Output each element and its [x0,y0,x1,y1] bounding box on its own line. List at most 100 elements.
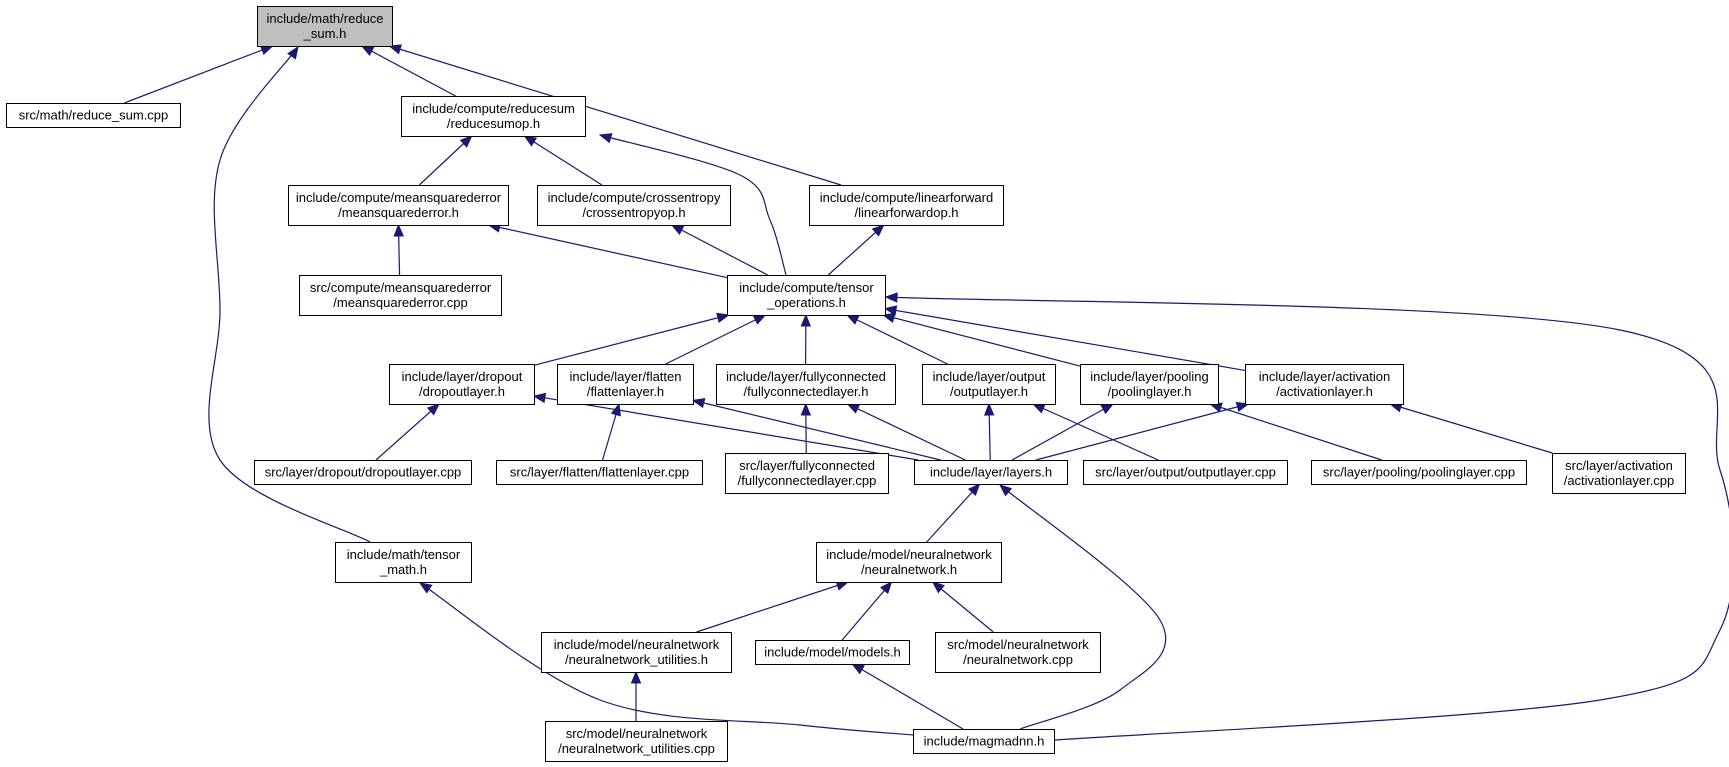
arrow-head-icon [931,581,945,594]
arrow-head-icon [846,403,861,414]
node-neuralnetwork_cpp[interactable]: src/model/neuralnetwork/neuralnetwork.cp… [935,632,1101,673]
node-reducesumop_h[interactable]: include/compute/reducesum/reducesumop.h [401,96,586,137]
node-label-line: include/layer/pooling [1090,369,1209,384]
edge-layers_h-to-dropoutlayer_h [532,392,919,461]
arrow-head-icon [287,45,299,60]
node-label-line: src/math/reduce_sum.cpp [19,108,169,123]
edge-line [208,46,371,543]
node-flattenlayer_cpp[interactable]: src/layer/flatten/flattenlayer.cpp [496,460,703,485]
edge-line [846,314,948,365]
edge-line [882,314,1081,367]
node-label-line: include/model/neuralnetwork [826,547,992,562]
node-tensor_math_h[interactable]: include/math/tensor_math.h [335,542,472,583]
edge-line [533,314,729,366]
node-label-line: include/compute/reducesum [412,101,575,116]
edge-magmadnn_h-to-layers_h [998,484,1167,730]
node-box [537,185,731,226]
node-dropoutlayer_h[interactable]: include/layer/dropout/dropoutlayer.h [389,364,535,405]
node-fullyconnectedlayer_cpp[interactable]: src/layer/fullyconnected/fullyconnectedl… [725,453,889,494]
node-label-line: _operations.h [766,295,846,310]
node-neuralnetwork_h[interactable]: include/model/neuralnetwork/neuralnetwor… [816,542,1002,583]
edge-layers_h-to-outputlayer_h [983,402,995,461]
edge-line [852,663,964,730]
node-poolinglayer_cpp[interactable]: src/layer/pooling/poolinglayer.cpp [1311,460,1527,485]
node-reduce_sum_cpp[interactable]: src/math/reduce_sum.cpp [6,103,181,128]
arrow-head-icon [871,224,885,237]
node-label-line: include/layer/flatten [569,369,681,384]
node-label-line: include/math/tensor [347,547,461,562]
node-box [809,185,1004,226]
node-box [725,453,889,494]
node-fullyconnectedlayer_h[interactable]: include/layer/fullyconnected/fullyconnec… [716,364,896,405]
node-label-line: src/layer/output/outputlayer.cpp [1095,465,1276,480]
edge-line [671,224,768,276]
node-crossentropyop_h[interactable]: include/compute/crossentropy/crossentrop… [537,185,731,226]
node-label-line: /neuralnetwork.cpp [963,652,1073,667]
edge-meansquarederror_cpp-to-meansquarederror_h [393,223,404,276]
nodes-layer: include/math/reduce_sum.h src/math/reduce… [6,6,1686,762]
node-activationlayer_h[interactable]: include/layer/activation/activationlayer… [1245,364,1404,405]
edge-layers_h-to-fullyconnectedlayer_h [846,403,966,461]
node-linearforwardop_h[interactable]: include/compute/linearforward/linearforw… [809,185,1004,226]
arrow-head-icon [884,292,898,303]
edge-line [389,45,842,186]
node-reduce_sum_h[interactable]: include/math/reduce_sum.h [257,6,393,47]
node-meansquarederror_h[interactable]: include/compute/meansquarederror/meansqu… [288,185,509,226]
arrow-head-icon [881,312,896,323]
edge-neuralnetwork_utilities_cpp-to-neuralnetwork_utilities_h [630,670,642,721]
node-flattenlayer_h[interactable]: include/layer/flatten/flattenlayer.h [557,364,694,405]
node-meansquarederror_cpp[interactable]: src/compute/meansquarederror/meansquared… [299,275,502,316]
node-layers_h[interactable]: include/layer/layers.h [914,460,1068,485]
node-label-line: /fullyconnectedlayer.cpp [738,473,877,488]
arrow-head-icon [598,133,613,144]
node-outputlayer_cpp[interactable]: src/layer/output/outputlayer.cpp [1083,460,1288,485]
node-box [1080,364,1219,405]
node-label-line: include/layer/output [933,369,1046,384]
edge-line [123,45,273,104]
arrow-head-icon [716,312,730,323]
node-label-line: src/model/neuralnetwork [566,726,708,741]
arrow-head-icon [610,402,621,417]
arrow-head-icon [880,580,893,595]
edge-linearforwardop_h-to-reduce_sum_h [388,44,842,186]
node-label-line: include/layer/layers.h [930,465,1052,480]
node-box [727,275,886,316]
node-label-line: src/layer/activation [1565,458,1673,473]
edge-line [361,45,456,97]
node-box [1311,460,1527,485]
node-label-line: /poolinglayer.h [1108,384,1192,399]
arrow-head-icon [393,223,404,237]
edge-layers_h-to-flattenlayer_h [691,397,941,461]
edge-magmadnn_h-to-tensor_operations_h [884,292,1729,741]
node-neuralnetwork_utilities_cpp[interactable]: src/model/neuralnetwork/neuralnetwork_ut… [545,721,728,762]
edge-line [1210,403,1382,461]
node-activationlayer_cpp[interactable]: src/layer/activation/activationlayer.cpp [1552,453,1686,494]
node-outputlayer_h[interactable]: include/layer/output/outputlayer.h [922,364,1056,405]
node-box [557,364,694,405]
node-label-line: src/layer/dropout/dropoutlayer.cpp [265,465,462,480]
edge-line [418,135,473,186]
node-magmadnn_h[interactable]: include/magmadnn.h [913,729,1055,754]
node-box [389,364,535,405]
edge-crossentropyop_h-to-reducesumop_h [523,135,603,186]
node-label-line: /flattenlayer.h [587,384,664,399]
edge-neuralnetwork_h-to-layers_h [926,483,981,543]
edge-line [375,403,440,461]
edge-magmadnn_h-to-tensor_math_h [418,582,914,736]
edge-meansquarederror_h-to-reducesumop_h [418,135,473,186]
node-label-line: /activationlayer.cpp [1564,473,1675,488]
edge-flattenlayer_h-to-tensor_operations_h [665,314,767,365]
node-box [1083,460,1288,485]
node-box [541,632,732,673]
node-label-line: include/math/reduce [266,11,383,26]
node-dropoutlayer_cpp[interactable]: src/layer/dropout/dropoutlayer.cpp [254,460,472,485]
node-models_h[interactable]: include/model/models.h [755,640,910,665]
node-label-line: /reducesumop.h [447,116,540,131]
edge-tensor_operations_h-to-crossentropyop_h [670,224,768,276]
arrow-head-icon [998,484,1013,497]
node-neuralnetwork_utilities_h[interactable]: include/model/neuralnetwork/neuralnetwor… [541,632,732,673]
node-label-line: /neuralnetwork.h [861,562,957,577]
node-poolinglayer_h[interactable]: include/layer/pooling/poolinglayer.h [1080,364,1219,405]
node-tensor_operations_h[interactable]: include/compute/tensor_operations.h [727,275,886,316]
node-box [335,542,472,583]
